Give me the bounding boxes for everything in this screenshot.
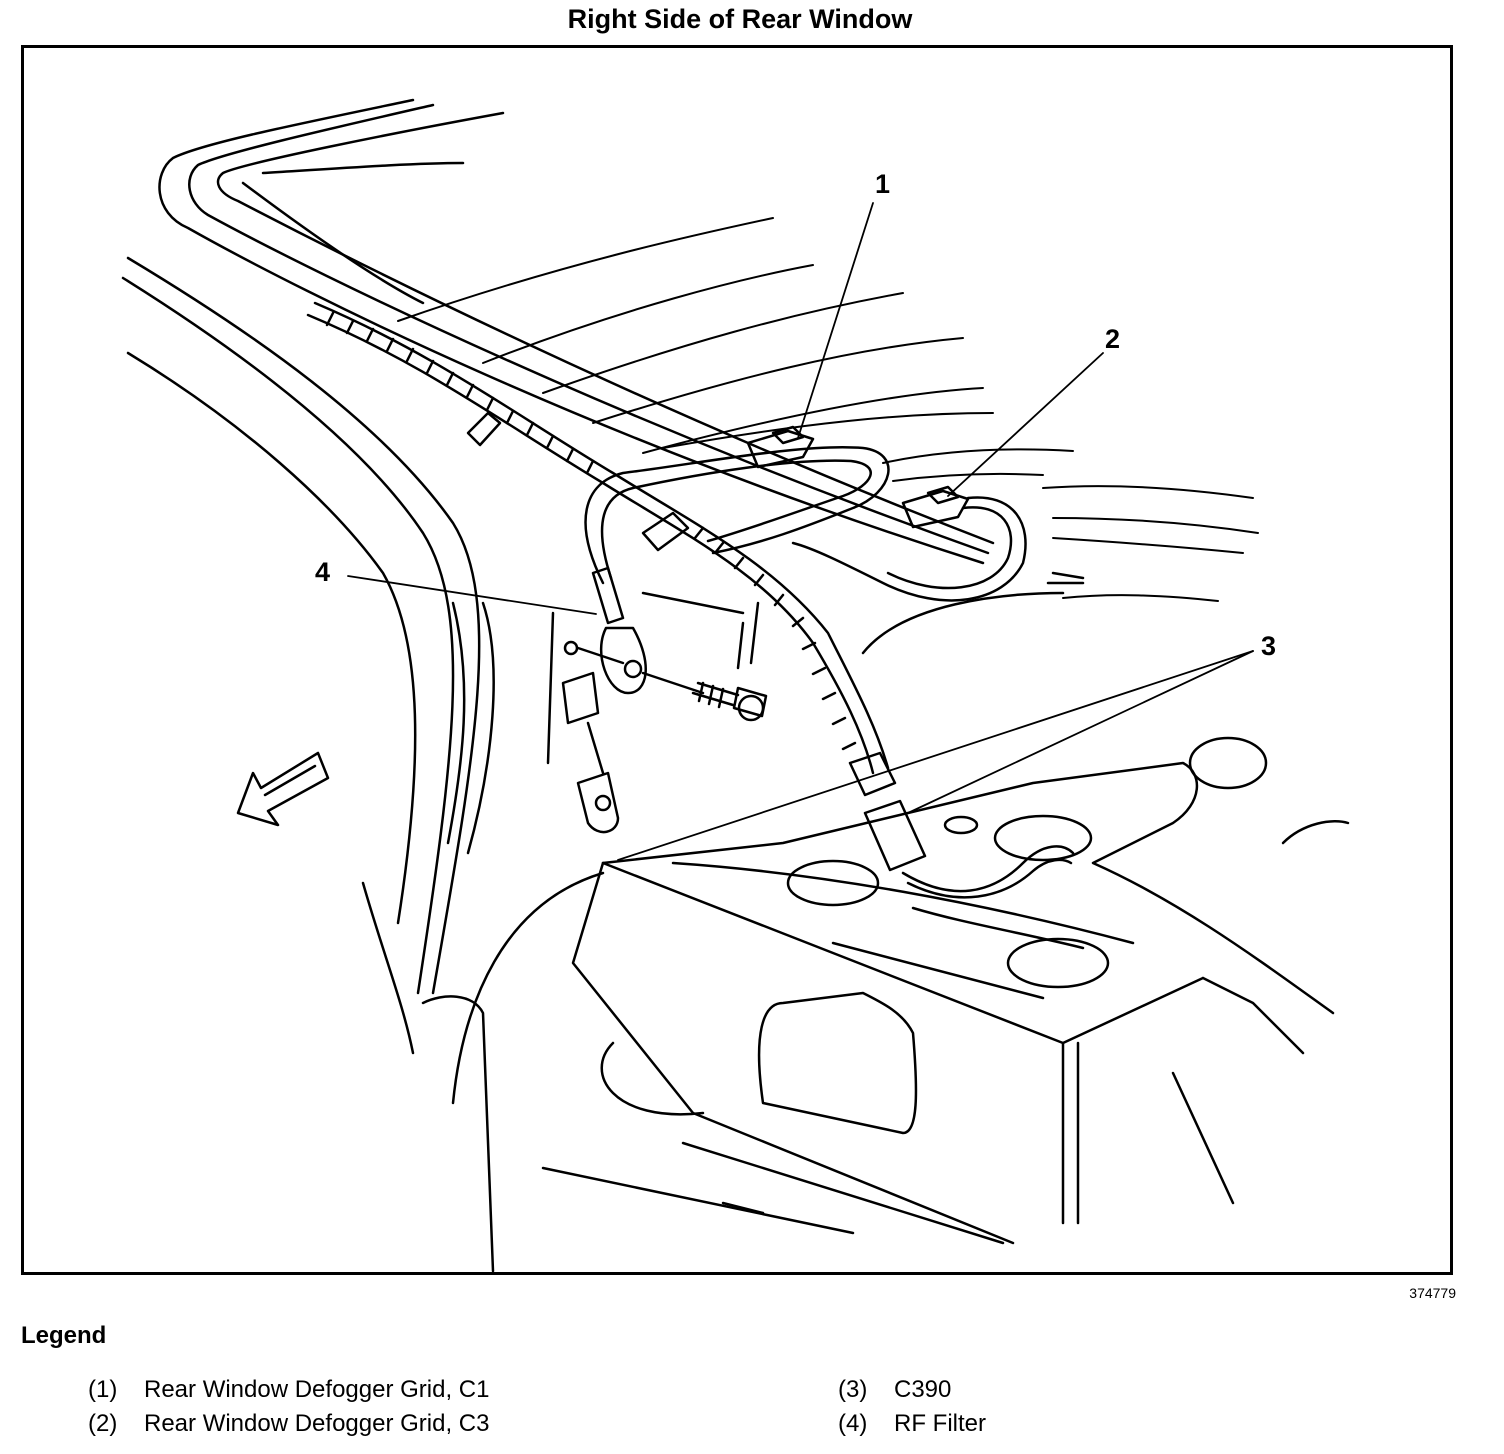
ground-lead-wire [584, 445, 890, 585]
legend-item-number: (3) [838, 1376, 868, 1403]
legend-item-1: (1) Rear Window Defogger Grid, C1 [88, 1376, 489, 1404]
ground-bolt [691, 681, 768, 722]
legend-item-2: (2) Rear Window Defogger Grid, C3 [88, 1410, 489, 1438]
rf-filter [563, 566, 705, 695]
rear-window-illustration: 1 2 3 4 [121, 98, 1350, 1272]
callout-1: 1 [875, 169, 890, 199]
callout-2: 2 [1105, 324, 1120, 354]
harness-conduit [306, 301, 890, 775]
window-frame-lines [158, 98, 995, 565]
legend-item-3: (3) C390 [838, 1376, 951, 1404]
figure-id: 374779 [1409, 1285, 1456, 1301]
legend-item-text: Rear Window Defogger Grid, C1 [144, 1376, 490, 1403]
legend-item-text: C390 [894, 1376, 952, 1403]
legend-heading: Legend [21, 1322, 107, 1349]
body-structure-lines [121, 256, 1085, 1272]
defogger-grid-lines [397, 217, 1259, 602]
connector-c3 [791, 485, 1027, 602]
connector-c390 [848, 751, 1075, 899]
callout-3: 3 [1261, 631, 1276, 661]
package-shelf [541, 736, 1350, 1245]
diagram-frame: 1 2 3 4 [21, 45, 1453, 1275]
legend-item-number: (4) [838, 1410, 868, 1437]
legend-item-number: (1) [88, 1376, 118, 1403]
retainer-clips [561, 671, 620, 834]
diagram-title: Right Side of Rear Window [567, 4, 913, 34]
connector-c1 [746, 425, 815, 469]
legend-item-4: (4) RF Filter [838, 1410, 986, 1438]
callout-leaders [347, 202, 1254, 861]
legend-item-number: (2) [88, 1410, 118, 1437]
front-direction-arrow-icon [236, 751, 330, 827]
legend-item-text: Rear Window Defogger Grid, C3 [144, 1410, 490, 1437]
callout-4: 4 [315, 557, 330, 587]
legend-item-text: RF Filter [894, 1410, 986, 1437]
